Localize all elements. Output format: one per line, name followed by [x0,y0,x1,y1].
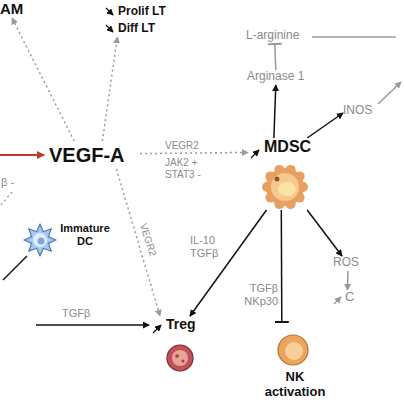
arrow-connector [307,113,343,138]
decrease-arrow [106,25,113,32]
cell-node: Immature DC [22,218,114,258]
pathway-wire [3,256,27,280]
connector-label: TGFβ NKp30 [236,282,278,307]
connector-label: VEGR2 [165,140,215,152]
dotted-wire [0,192,12,206]
node-text: MDSC [248,138,322,156]
dendritic-cell [24,224,56,256]
arrow-connector [140,152,248,153]
cell-node: Treg [150,316,200,374]
node-text: Treg [150,316,200,332]
signal-label: TGFβ [62,307,90,320]
node-text: NK activation [262,370,328,400]
cell-cytoplasm [271,173,299,201]
enzyme-label: INOS [343,104,379,119]
node-text: Immature DC [56,222,114,248]
node-text: Prolif LT [103,3,175,20]
increase-arrow [251,150,259,158]
factor-label: VEGF-A [46,141,140,169]
node-text: C [333,290,357,305]
cell-granule [182,360,185,363]
molecule-label: ROS [333,256,363,271]
increase-arrow [334,297,341,304]
cell-body [167,345,193,371]
cell-nucleus [172,350,188,366]
cell-nucleus [278,182,296,196]
inhibition-connector [275,44,276,70]
node-text: INOS [343,104,379,118]
node-text: Arginase 1 [247,70,311,84]
arrow-connector [347,271,349,290]
increase-arrow [153,325,161,333]
signal-label: β - [1,176,14,189]
pathway-wire [36,324,149,326]
pathway-wire [378,82,401,104]
mdsc-cell [262,165,308,209]
inhibition-connector [281,210,283,322]
cell-granule [175,354,179,358]
enzyme-label: Arginase 1 [247,70,311,85]
connector-label: VEGR2 [136,219,159,261]
cell-cytoplasm [33,233,47,247]
node-text: VEGF-A [46,144,140,167]
effect-label: AM [0,0,30,18]
node-text: AM [0,0,30,17]
decrease-arrow [106,8,113,15]
arrow-connector [117,169,161,316]
cell-node: MDSC [248,138,322,210]
arrow-connector [307,210,342,256]
cell-body [266,168,304,206]
nk-cell [278,335,308,365]
arrow-connector [12,18,74,141]
cell-body [278,335,308,365]
cell-ruffle [262,182,272,192]
node-text: ROS [333,256,363,270]
effect-label: C [333,290,357,306]
molecule-label: L-arginine [246,29,310,44]
arrow-connector [274,85,276,138]
node-text: L-arginine [246,29,310,43]
connector-label: IL-10 TGFβ [190,234,226,259]
cell-body [24,224,56,256]
treg-cell [167,345,193,371]
cell-granule [275,177,280,182]
node-text: Diff LT [103,20,175,37]
effect-label: Prolif LTDiff LT [103,3,175,37]
pathway-note: STAT3 - [165,169,201,181]
arrow-connector [102,37,117,141]
pathway-note: JAK2 + [165,157,198,169]
cell-ruffle [298,182,308,192]
cell-nucleus [285,342,303,360]
cell-nucleus [38,238,45,245]
input-arrow [0,154,44,156]
cell-node: NK activation [262,322,328,400]
pathway-wire [312,36,396,38]
